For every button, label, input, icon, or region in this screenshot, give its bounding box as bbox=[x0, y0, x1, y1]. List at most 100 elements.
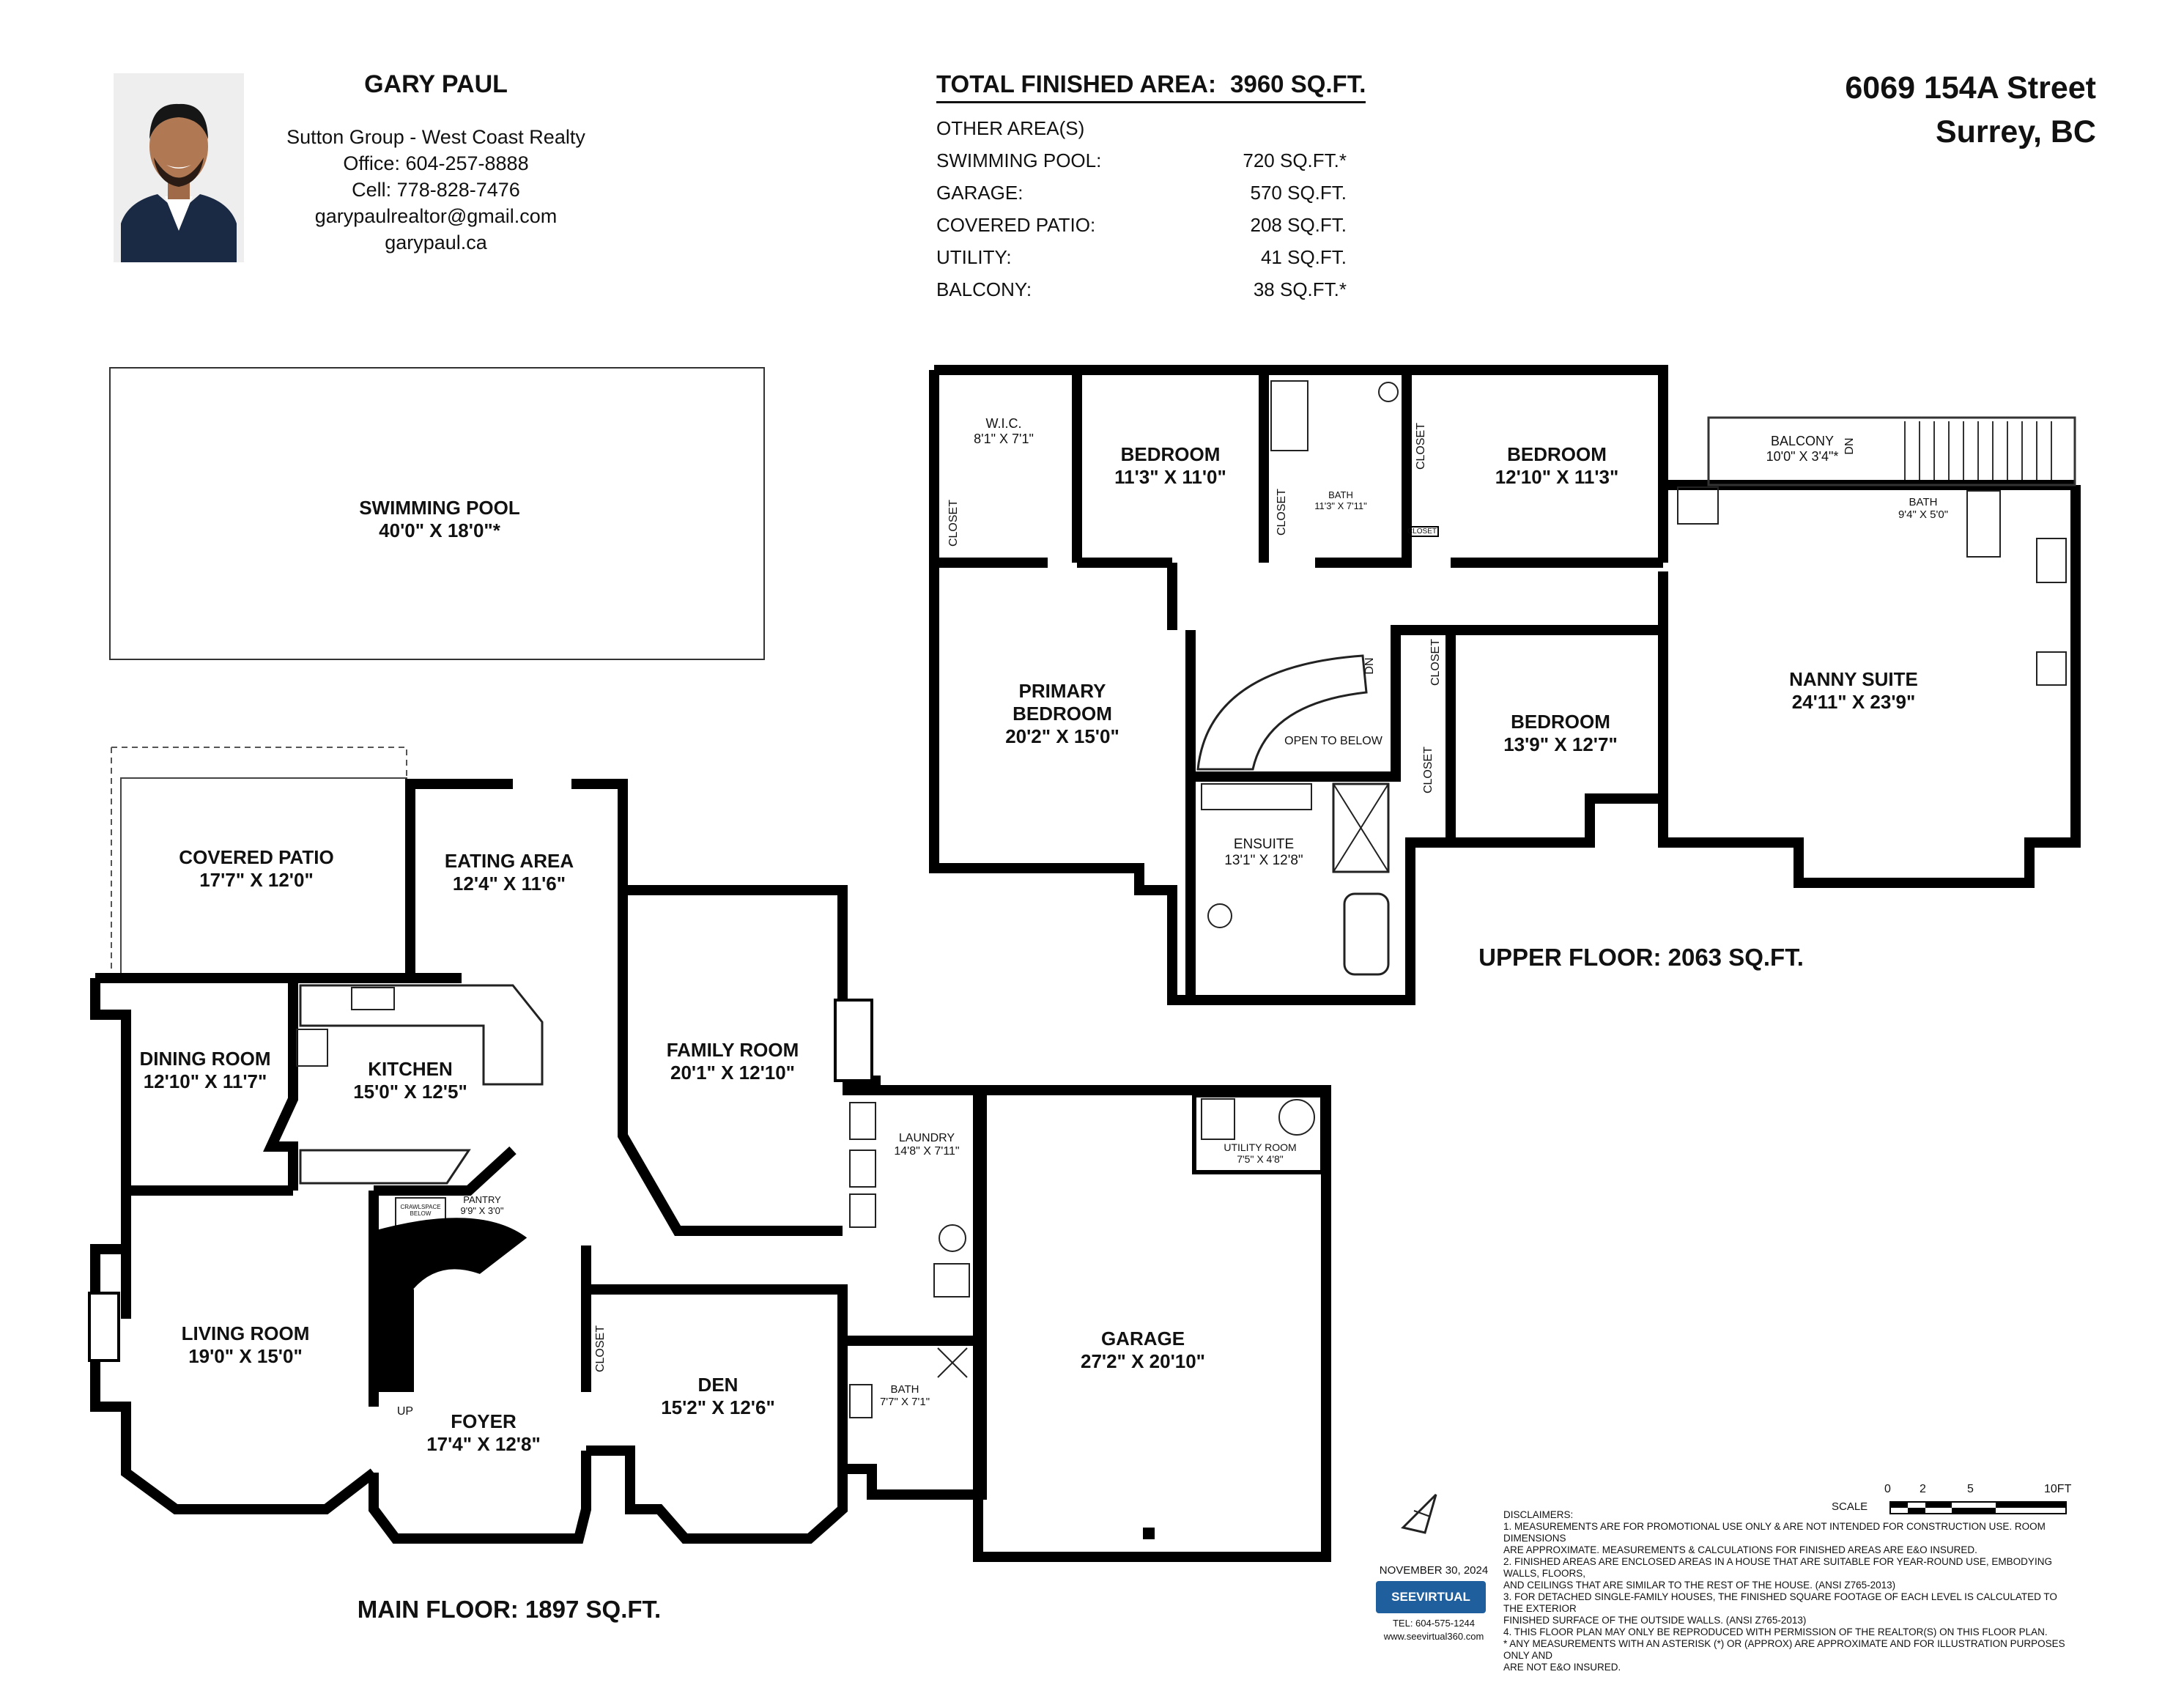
address-street: 6069 154A Street bbox=[1845, 70, 2096, 106]
nanny-stove-icon bbox=[2036, 651, 2067, 686]
upper-closet-label: CLOSET bbox=[1405, 526, 1439, 537]
agent-cell-phone: Cell: 778-828-7476 bbox=[352, 179, 520, 201]
upper-closet-label: CLOSET bbox=[1429, 639, 1442, 686]
room-dims: 8'1" X 7'1" bbox=[974, 432, 1034, 446]
room-name: NANNY SUITE bbox=[1789, 668, 1918, 690]
main-closet-label: CLOSET bbox=[594, 1325, 607, 1373]
room-dims: 17'7" X 12'0" bbox=[199, 869, 314, 891]
agent-email[interactable]: garypaulrealtor@gmail.com bbox=[314, 205, 558, 227]
room-dims: 12'10" X 11'7" bbox=[143, 1070, 267, 1092]
room-label-pantry: PANTRY 9'9" X 3'0" bbox=[445, 1194, 519, 1216]
family-fireplace-icon bbox=[834, 999, 873, 1082]
room-dims: 20'2" X 15'0" bbox=[1005, 725, 1119, 747]
room-name: FAMILY ROOM bbox=[666, 1039, 799, 1061]
water-heater-icon bbox=[1201, 1098, 1235, 1140]
bath1-shower-icon bbox=[1270, 380, 1308, 451]
room-dims: 7'5" X 4'8" bbox=[1237, 1153, 1284, 1165]
curved-stair-edge bbox=[413, 1237, 528, 1290]
agent-website[interactable]: garypaul.ca bbox=[385, 232, 487, 253]
room-label-bedroom-1: BEDROOM 11'3" X 11'0" bbox=[1084, 443, 1256, 489]
other-areas-label: OTHER AREA(S) bbox=[936, 117, 1085, 139]
north-compass-icon bbox=[1401, 1493, 1437, 1534]
nanny-fireplace-icon bbox=[1677, 486, 1719, 525]
room-label-garage: GARAGE 27'2" X 20'10" bbox=[1062, 1328, 1224, 1373]
area-row-name: SWIMMING POOL: bbox=[936, 149, 1102, 171]
disclaimer-line: 4. THIS FLOOR PLAN MAY ONLY BE REPRODUCE… bbox=[1503, 1626, 2048, 1637]
upper-closet-label: CLOSET bbox=[1415, 423, 1427, 470]
balcony-stair-treads bbox=[1904, 421, 2052, 480]
room-name: BEDROOM bbox=[1511, 711, 1610, 733]
brand-website[interactable]: www.seevirtual360.com bbox=[1383, 1631, 1484, 1642]
area-row-name: UTILITY: bbox=[936, 246, 1012, 268]
living-fireplace-icon bbox=[88, 1292, 120, 1362]
swimming-pool-outline bbox=[109, 367, 765, 660]
upper-stair bbox=[1196, 654, 1368, 771]
total-area-heading: TOTAL FINISHED AREA: 3960 SQ.FT. bbox=[936, 70, 1366, 103]
room-label-dining-room: DINING ROOM 12'10" X 11'7" bbox=[121, 1048, 289, 1093]
room-label-primary-bedroom: PRIMARY BEDROOM 20'2" X 15'0" bbox=[974, 680, 1150, 748]
upper-closet-label: CLOSET bbox=[947, 500, 960, 547]
room-dims: 40'0" X 18'0"* bbox=[379, 519, 500, 541]
room-label-eating-area: EATING AREA 12'4" X 11'6" bbox=[410, 850, 608, 895]
open-to-below-label: OPEN TO BELOW bbox=[1284, 735, 1382, 747]
laundry-sink-icon bbox=[849, 1193, 876, 1228]
area-row-value: 570 SQ.FT. bbox=[1250, 182, 1347, 204]
scale-bar bbox=[1889, 1501, 2067, 1514]
room-name: LIVING ROOM bbox=[181, 1322, 310, 1344]
room-dims: 14'8" X 7'11" bbox=[894, 1145, 960, 1158]
room-label-foyer: FOYER 17'4" X 12'8" bbox=[410, 1410, 557, 1456]
room-dims: 15'2" X 12'6" bbox=[661, 1396, 775, 1418]
kitchen-counter bbox=[299, 984, 544, 1086]
crawlspace-line1: CRAWLSPACE bbox=[400, 1204, 441, 1210]
room-name: DEN bbox=[697, 1374, 739, 1396]
room-name: BEDROOM bbox=[1507, 443, 1607, 465]
furnace-icon bbox=[1278, 1099, 1315, 1136]
room-label-den: DEN 15'2" X 12'6" bbox=[645, 1374, 791, 1419]
room-label-crawlspace: CRAWLSPACE BELOW bbox=[396, 1204, 445, 1217]
utility-room-outline bbox=[1192, 1093, 1325, 1174]
room-label-covered-patio: COVERED PATIO 17'7" X 12'0" bbox=[147, 846, 366, 892]
room-name: BATH bbox=[1909, 496, 1938, 508]
room-name: COVERED PATIO bbox=[179, 846, 334, 868]
upper-floor-area-label: UPPER FLOOR: 2063 SQ.FT. bbox=[1478, 944, 1804, 971]
area-row-name: GARAGE: bbox=[936, 182, 1023, 204]
room-label-swimming-pool: SWIMMING POOL 40'0" X 18'0"* bbox=[322, 497, 557, 542]
agent-name: GARY PAUL bbox=[364, 70, 508, 98]
address-city: Surrey, BC bbox=[1935, 114, 2096, 149]
room-dims: 11'3" X 11'0" bbox=[1114, 466, 1226, 488]
room-name: GARAGE bbox=[1100, 1328, 1185, 1350]
toilet-icon bbox=[939, 1224, 966, 1252]
ensuite-toilet-icon bbox=[1207, 903, 1232, 928]
area-row-value: 208 SQ.FT. bbox=[1250, 214, 1347, 236]
room-dims: 20'1" X 12'10" bbox=[670, 1062, 796, 1084]
room-dims: 15'0" X 12'5" bbox=[353, 1081, 467, 1103]
bath2-sink-icon bbox=[849, 1384, 873, 1418]
room-label-nanny-suite: NANNY SUITE 24'11" X 23'9" bbox=[1744, 668, 1963, 714]
room-name: BATH bbox=[1328, 489, 1353, 500]
room-name: EATING AREA bbox=[444, 850, 574, 872]
room-label-main-bath: BATH 7'7" X 7'1" bbox=[872, 1383, 938, 1408]
agent-photo bbox=[114, 73, 244, 262]
disclaimer-title: DISCLAIMERS: bbox=[1503, 1509, 1574, 1520]
nanny-shower-icon bbox=[1966, 490, 2001, 558]
room-label-kitchen: KITCHEN 15'0" X 12'5" bbox=[315, 1058, 506, 1103]
upper-closet-label: CLOSET bbox=[1422, 747, 1435, 794]
balcony-stair-down-label: DN bbox=[1843, 437, 1856, 455]
room-name: LAUNDRY bbox=[898, 1132, 955, 1144]
room-name: KITCHEN bbox=[368, 1058, 453, 1080]
room-label-bedroom-3: BEDROOM 13'9" X 12'7" bbox=[1473, 711, 1648, 756]
crawlspace-line2: BELOW bbox=[410, 1210, 432, 1217]
washer-icon bbox=[849, 1102, 876, 1140]
scale-tick: 5 bbox=[1967, 1483, 1974, 1495]
disclaimer-line: FINISHED SURFACE OF THE OUTSIDE WALLS. (… bbox=[1503, 1615, 1807, 1626]
area-row: COVERED PATIO:208 SQ.FT. bbox=[936, 214, 1347, 237]
room-name: BALCONY bbox=[1770, 434, 1835, 448]
brand-phone: TEL: 604-575-1244 bbox=[1392, 1618, 1476, 1629]
shower-icon bbox=[937, 1347, 968, 1378]
room-label-bath-2: BATH 9'4" X 5'0" bbox=[1887, 496, 1960, 521]
upper-closet-label: CLOSET bbox=[1276, 489, 1288, 536]
total-area-value: 3960 SQ.FT. bbox=[1230, 70, 1366, 97]
patio-roof-outline bbox=[111, 747, 407, 974]
stair-down-label: DN bbox=[1363, 657, 1376, 675]
